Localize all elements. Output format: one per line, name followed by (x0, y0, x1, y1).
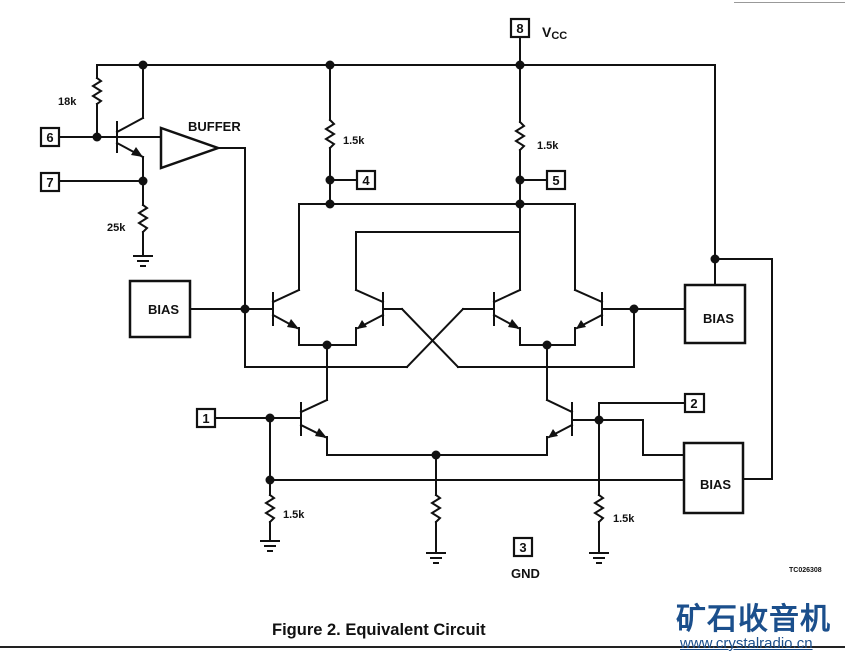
ground-icon (260, 540, 280, 552)
collector-buses (298, 199, 576, 291)
bias-block-upper-right: BIAS (683, 254, 773, 480)
gnd-label: GND (511, 566, 540, 581)
watermark-chinese: 矿石收音机 (676, 602, 831, 637)
buffer-label: BUFFER (188, 119, 241, 134)
resistor-25k-label: 25k (107, 222, 126, 234)
ground-icon (589, 552, 609, 564)
pin-1-label: 1 (202, 411, 209, 426)
base-crossover (240, 304, 685, 369)
bias-block-left: BIAS (128, 279, 246, 339)
input-transistor-right (545, 389, 574, 456)
input-transistor-left (299, 389, 329, 456)
pin-8-label: 8 (516, 21, 523, 36)
resistor-18k (91, 76, 103, 106)
mixer-transistor-q3 (492, 288, 522, 346)
resistor-load-left-label: 1.5k (343, 135, 365, 147)
figure-code: TC026308 (789, 567, 822, 574)
buffer-amplifier (159, 126, 222, 170)
resistor-load-left (324, 118, 336, 150)
svg-text:BIAS: BIAS (148, 302, 179, 317)
bottom-rule (0, 646, 845, 648)
resistor-18k-label: 18k (58, 96, 77, 108)
tail-resistor (426, 454, 446, 564)
mixer-transistor-q2 (354, 288, 385, 346)
svg-text:BIAS: BIAS (703, 311, 734, 326)
pin-3-gnd: 3 GND (511, 536, 540, 581)
pin-6-label: 6 (46, 130, 53, 145)
mixer-transistor-q1 (271, 288, 301, 346)
resistor-in-left-label: 1.5k (283, 509, 305, 521)
pin-2-input: 2 1.5k (571, 392, 706, 564)
bias-block-lower-right: BIAS (682, 441, 773, 515)
vcc-rail (96, 37, 716, 286)
ground-icon (426, 552, 446, 564)
resistor-load-right (514, 120, 526, 152)
pin-2-label: 2 (690, 396, 697, 411)
resistor-in-right-label: 1.5k (613, 513, 635, 525)
mixer-transistor-q4 (573, 288, 604, 346)
vcc-label: VCC (542, 24, 567, 42)
pin-1-input: 1 1.5k (195, 407, 685, 552)
watermark-url[interactable]: www.crystalradio.cn (680, 635, 813, 652)
top-edge-rule (734, 2, 845, 3)
resistor-25k (137, 203, 149, 234)
pin-3-label: 3 (519, 540, 526, 555)
load-resistors: 1.5k 4 1.5k 5 (324, 64, 567, 291)
pin-8-vcc: 8 VCC (509, 17, 567, 42)
figure-caption: Figure 2. Equivalent Circuit (272, 621, 486, 639)
resistor-load-right-label: 1.5k (537, 140, 559, 152)
pin-4-label: 4 (362, 173, 370, 188)
pin-5-label: 5 (552, 173, 559, 188)
pin-7-label: 7 (46, 175, 53, 190)
ground-icon (133, 255, 153, 267)
input-stage: 18k 6 BUFFER 7 25k (39, 64, 246, 368)
svg-text:BIAS: BIAS (700, 477, 731, 492)
